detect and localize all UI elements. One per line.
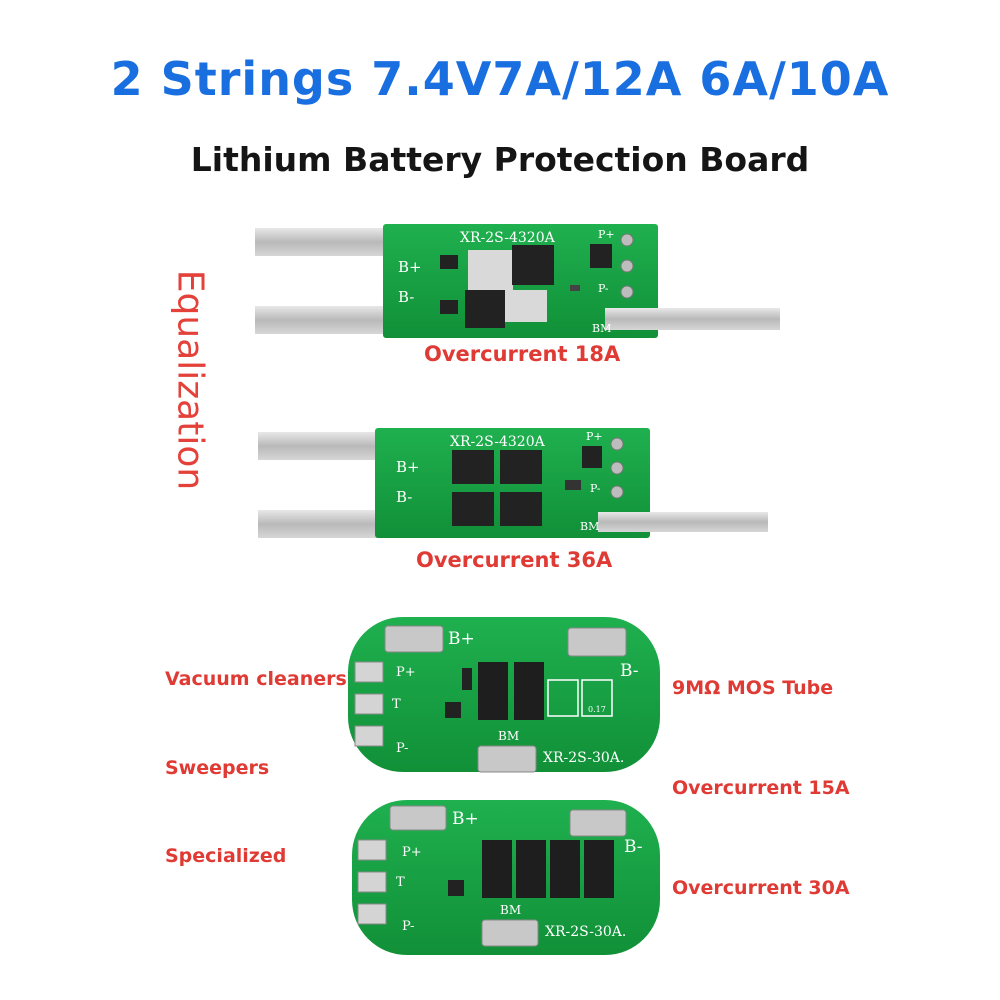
board-4-bplus: B+: [452, 809, 479, 829]
solder-pad: [477, 745, 537, 773]
board-3-bplus: B+: [448, 629, 475, 649]
board-4-t: T: [396, 875, 405, 890]
page-title: 2 Strings 7.4V7A/12A 6A/10A: [110, 52, 890, 106]
app-specialized: Specialized: [165, 845, 287, 867]
board-1-pplus: P+: [598, 228, 615, 241]
board-3: B+ B- P+ T P- BM XR-2S-30A. 0.17: [348, 617, 660, 773]
board-2-pminus: P-: [590, 482, 601, 495]
mosfet: [482, 840, 512, 898]
mosfet: [465, 290, 505, 328]
board-3-model: XR-2S-30A.: [543, 750, 624, 766]
board-1-bplus: B+: [398, 258, 422, 276]
board-1-bm: BM: [592, 322, 611, 335]
board-3-pplus: P+: [396, 665, 416, 680]
board-2-pplus: P+: [586, 430, 603, 443]
nickel-strip: [605, 308, 780, 330]
board-4: B+ B- P+ T P- BM XR-2S-30A.: [352, 800, 660, 955]
mosfet: [516, 840, 546, 898]
spec-overcurrent-30a: Overcurrent 30A: [672, 877, 850, 899]
board-1-caption: Overcurrent 18A: [424, 342, 621, 366]
board-2: XR-2S-4320A B+ B- P+ P- BM: [258, 428, 768, 538]
board-4-bminus: B-: [624, 837, 643, 857]
solder-pad: [567, 627, 627, 657]
spec-mos-tube: 9MΩ MOS Tube: [672, 677, 834, 699]
mosfet: [512, 245, 554, 285]
app-sweepers: Sweepers: [165, 757, 270, 779]
board-3-resistor: 0.17: [588, 705, 606, 714]
mosfet: [514, 662, 544, 720]
board-2-caption: Overcurrent 36A: [416, 548, 613, 572]
board-4-model: XR-2S-30A.: [545, 924, 626, 940]
board-4-pplus: P+: [402, 845, 422, 860]
board-3-pminus: P-: [396, 741, 408, 756]
mosfet: [584, 840, 614, 898]
board-2-bm: BM: [580, 520, 599, 533]
board-1: XR-2S-4320A B+ B- P+ P- BM: [255, 224, 780, 338]
solder-pad: [569, 809, 627, 837]
mosfet: [452, 492, 494, 526]
solder-pad: [384, 625, 444, 653]
mosfet: [550, 840, 580, 898]
board-3-t: T: [392, 697, 401, 712]
board-3-bminus: B-: [620, 661, 639, 681]
app-vacuum-cleaners: Vacuum cleaners: [165, 668, 347, 690]
mosfet: [500, 492, 542, 526]
board-1-pminus: P-: [598, 282, 609, 295]
board-2-bminus: B-: [396, 488, 412, 506]
solder-pad: [481, 919, 539, 947]
solder-pad: [389, 805, 447, 831]
board-2-bplus: B+: [396, 458, 420, 476]
mosfet: [478, 662, 508, 720]
board-2-model: XR-2S-4320A: [450, 434, 546, 450]
mosfet: [452, 450, 494, 484]
board-4-bm: BM: [500, 903, 521, 917]
page-subtitle: Lithium Battery Protection Board: [190, 140, 810, 179]
nickel-strip: [598, 512, 768, 532]
board-1-bminus: B-: [398, 288, 414, 306]
board-3-bm: BM: [498, 729, 519, 743]
board-4-pminus: P-: [402, 919, 414, 934]
mosfet: [500, 450, 542, 484]
board-1-model: XR-2S-4320A: [460, 230, 556, 246]
spec-overcurrent-15a: Overcurrent 15A: [672, 777, 850, 799]
